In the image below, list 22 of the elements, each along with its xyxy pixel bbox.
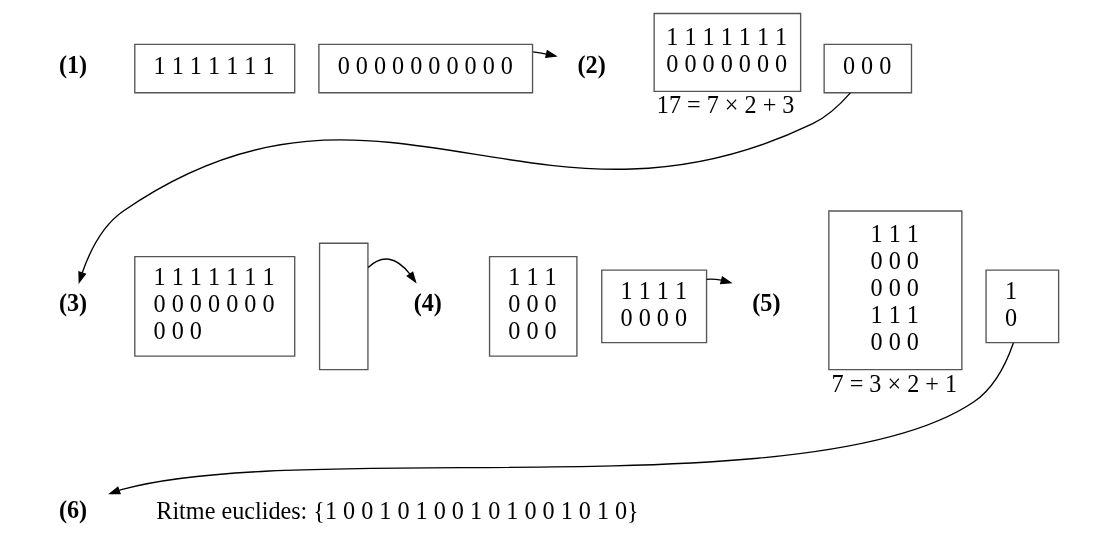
- node-text: (1): [58, 51, 87, 79]
- node-box: 1 1 1 1 1 1 1 0 0 0 0 0 0 0 0 0 0: [133, 256, 295, 357]
- node-text: (3): [58, 288, 87, 316]
- node-box: 0 0 0: [822, 43, 912, 94]
- node-label: 17 = 7 × 2 + 3: [656, 91, 794, 119]
- node-box: 1 1 1 0 0 0 0 0 0: [488, 256, 578, 357]
- node-label: 7 = 3 × 2 + 1: [831, 369, 957, 397]
- node-text: (4): [413, 288, 442, 316]
- node-text: (5): [751, 288, 780, 316]
- node-box: 1 1 1 1 0 0 0 0: [600, 269, 707, 344]
- node-label: Ritme euclides: {1 0 0 1 0 1 0 0 1 0 1 0 0 1 0 1 0}: [155, 497, 639, 525]
- node-text: (6): [58, 495, 87, 523]
- node-box: 1 1 1 1 1 1 1 0 0 0 0 0 0 0: [653, 12, 801, 93]
- node-box: 0 0 0 0 0 0 0 0 0 0: [317, 43, 533, 94]
- node-text: (2): [577, 51, 606, 79]
- node-box: 1 0: [984, 269, 1059, 344]
- arrow: [531, 49, 558, 59]
- node-box: [318, 242, 369, 371]
- arrow: [107, 342, 1014, 495]
- arrow: [367, 258, 417, 284]
- node-box: 1 1 1 0 0 0 0 0 0 1 1 1 0 0 0: [827, 210, 963, 371]
- node-box: 1 1 1 1 1 1 1: [133, 43, 295, 94]
